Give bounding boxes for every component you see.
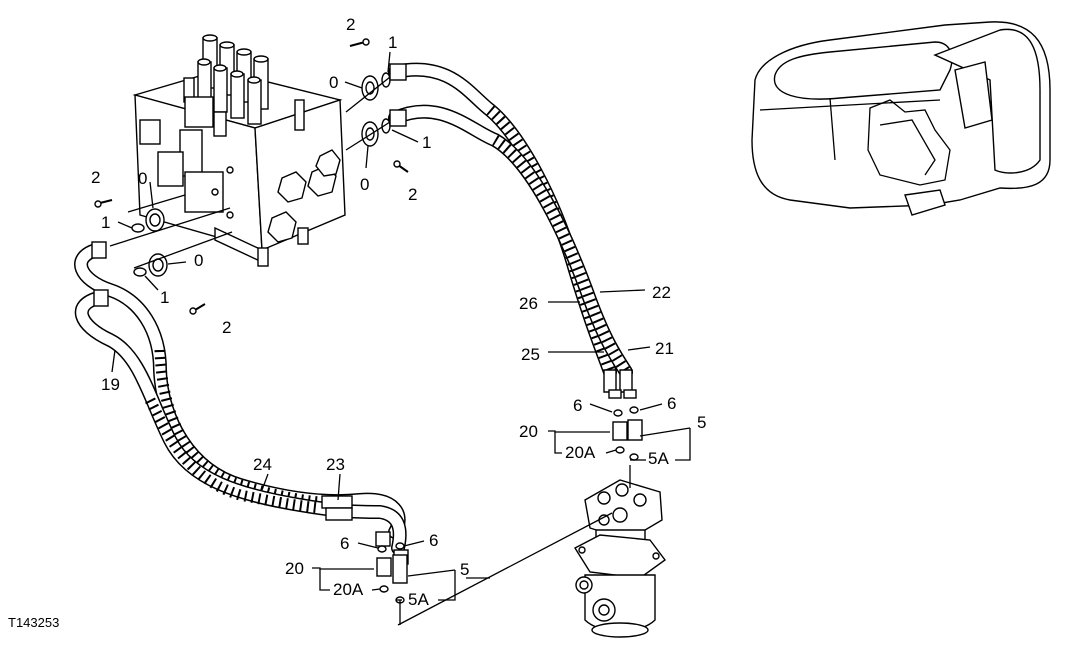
swivel-joint: [574, 479, 666, 638]
callout-2-top: 2: [346, 15, 355, 34]
callout-0-top: 0: [329, 73, 338, 92]
callout-2-mid: 2: [408, 185, 417, 204]
callout-1-left-low: 1: [160, 288, 169, 307]
callout-1-top: 1: [388, 33, 397, 52]
callout-1-left: 1: [101, 213, 110, 232]
fittings-right: [612, 406, 643, 461]
flange-bolts: [94, 38, 409, 315]
callout-0-left-low: 0: [194, 251, 203, 270]
assembly-leader-lines: [109, 76, 391, 269]
callout-25: 25: [521, 345, 540, 364]
callout-23: 23: [326, 455, 345, 474]
callout-19: 19: [101, 375, 120, 394]
figure-reference-id: T143253: [8, 615, 59, 630]
hose-19-24-23: [74, 241, 409, 565]
callout-22: 22: [652, 283, 671, 302]
callout-1-mid: 1: [422, 133, 431, 152]
callout-20A-low: 20A: [333, 580, 364, 599]
callout-5-right: 5: [697, 413, 706, 432]
callout-5A-low: 5A: [408, 590, 429, 609]
callout-20-right: 20: [519, 422, 538, 441]
callout-24: 24: [253, 455, 272, 474]
callout-6-low-b: 6: [429, 531, 438, 550]
callout-0-mid: 0: [360, 175, 369, 194]
valve-spools: [183, 34, 305, 137]
hose-22-26-21-25: [388, 62, 637, 399]
callout-5-low: 5: [460, 560, 469, 579]
valve-plugs: [267, 149, 341, 243]
callout-6-right-b: 6: [667, 394, 676, 413]
callout-2-left-low: 2: [222, 318, 231, 337]
leader-swivel-low: [397, 512, 613, 626]
callout-26: 26: [519, 294, 538, 313]
callout-20-low: 20: [285, 559, 304, 578]
control-valve-assembly: [132, 34, 346, 267]
callout-2-left: 2: [91, 168, 100, 187]
callout-leaders: [111, 51, 691, 625]
callout-5A-right: 5A: [648, 449, 669, 468]
callout-0-left: 0: [138, 169, 147, 188]
callout-6-right-a: 6: [573, 396, 582, 415]
callout-21: 21: [655, 339, 674, 358]
callout-20A-right: 20A: [565, 443, 596, 462]
callout-6-low-a: 6: [340, 534, 349, 553]
fittings-low: [376, 542, 408, 604]
excavator-locator-inset: [751, 21, 1051, 216]
callout-labels: 2 1 0 1 0 2 2 0 1 0 1 2 19 22 26 25 21 6…: [91, 15, 706, 609]
